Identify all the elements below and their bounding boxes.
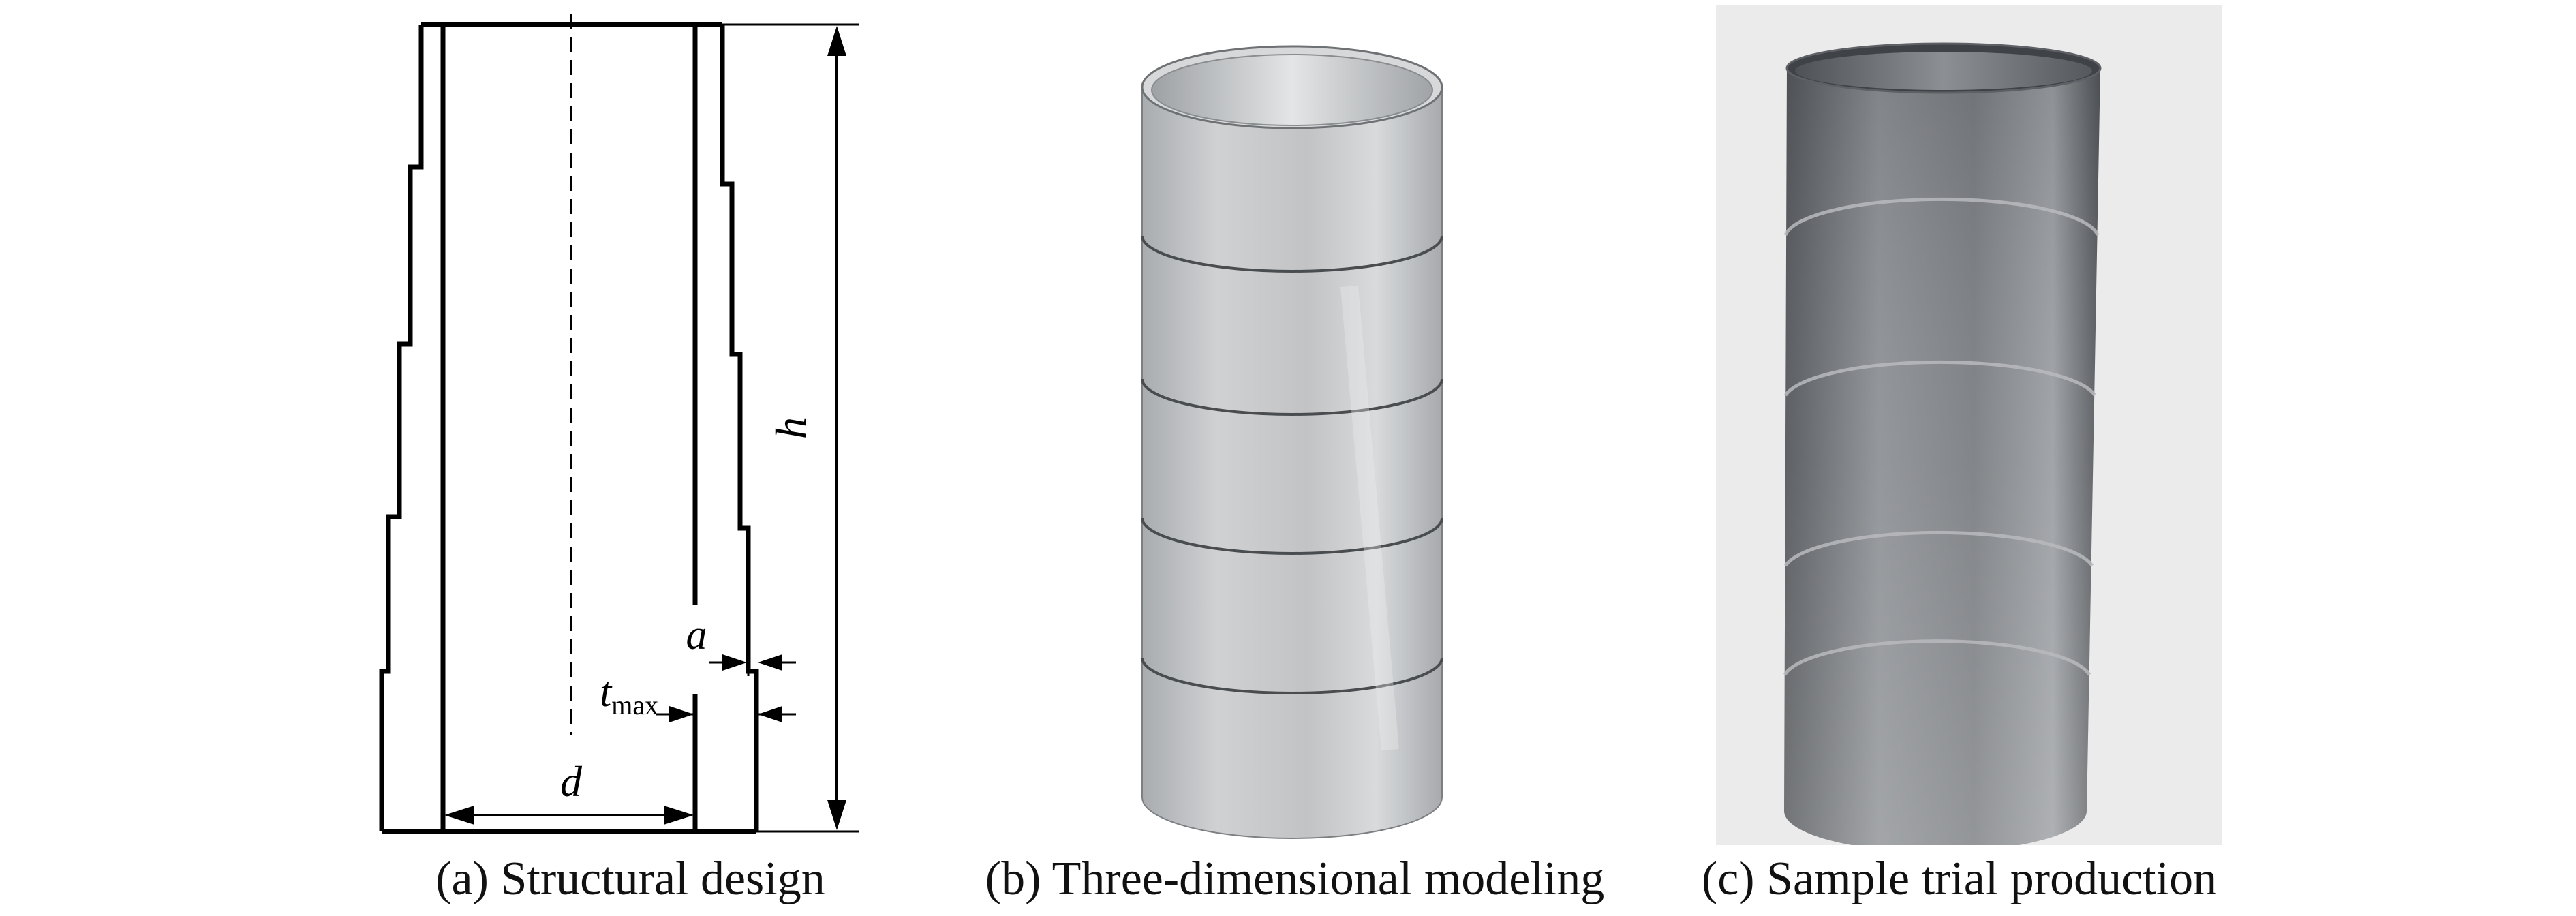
photo-ring-seam-1 <box>1783 197 2100 236</box>
ring-seam-4 <box>1141 657 1443 694</box>
diameter-label: d <box>560 757 583 806</box>
model-body <box>1141 87 1443 839</box>
outer-left-wall <box>379 25 424 831</box>
thickness-label: tmax <box>600 669 658 720</box>
caption-structural-design: (a) Structural design <box>435 853 825 905</box>
step-label: a <box>686 612 707 658</box>
specular-highlight <box>1340 285 1399 751</box>
structural-design-drawing: h d a tmax <box>379 14 859 834</box>
photo-ring-seam-2 <box>1783 360 2097 397</box>
photo-ring-seam-4 <box>1783 639 2091 676</box>
ring-seam-2 <box>1141 378 1443 416</box>
caption-three-dimensional-modeling: (b) Three-dimensional modeling <box>985 853 1605 905</box>
outer-right-wall <box>720 25 759 831</box>
height-dimension <box>722 23 859 833</box>
photo-top-opening <box>1795 52 2092 90</box>
diameter-dimension <box>444 806 694 825</box>
thickness-dimension <box>656 706 796 722</box>
height-label: h <box>767 417 815 439</box>
ring-seam-1 <box>1141 235 1443 273</box>
sample-photo <box>1716 5 2222 845</box>
step-dimension <box>709 653 796 676</box>
photo-ring-seam-3 <box>1783 530 2094 567</box>
three-dimensional-model <box>1141 45 1443 839</box>
caption-sample-trial-production: (c) Sample trial production <box>1701 853 2218 905</box>
model-top-opening <box>1151 54 1433 126</box>
ring-seam-3 <box>1141 517 1443 555</box>
